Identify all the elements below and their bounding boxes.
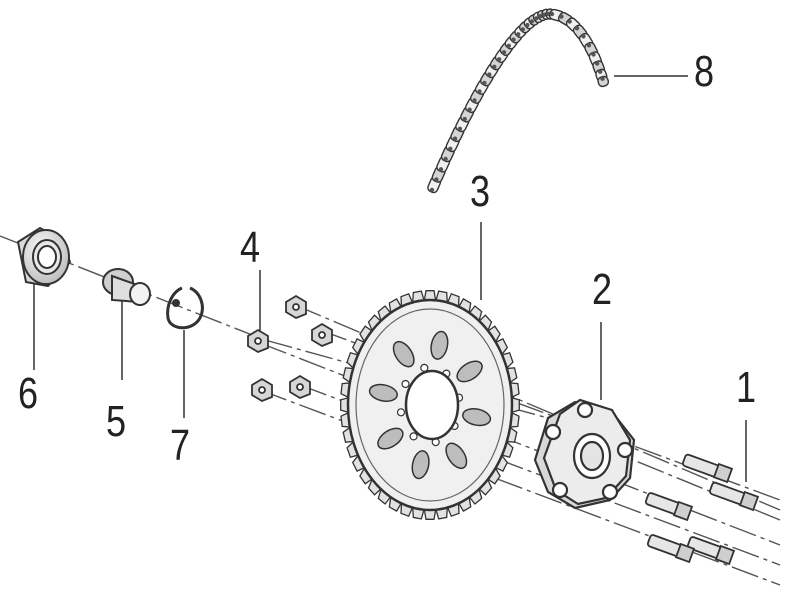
chain-pin	[538, 14, 543, 19]
chain-pin	[567, 19, 572, 24]
chain-pin	[452, 136, 458, 141]
chain-pin	[487, 72, 492, 77]
chain-pin	[549, 11, 555, 17]
leader-lines	[33, 75, 747, 482]
callout-5: 5	[106, 397, 127, 446]
sprocket-window	[445, 442, 468, 470]
rear-sprocket	[340, 290, 520, 520]
nuts	[247, 294, 333, 403]
bolt-3	[644, 492, 694, 522]
chain-pin	[443, 156, 448, 162]
sprocket-window	[377, 427, 404, 450]
sprocket-carrier	[533, 398, 636, 510]
chain-pin	[574, 26, 580, 31]
sprocket-window	[456, 360, 483, 383]
chain-pin	[477, 89, 482, 94]
chain-pin	[511, 37, 516, 42]
chain-pin	[591, 52, 596, 57]
chain-pin	[586, 43, 592, 48]
bolts	[644, 453, 760, 566]
bolt-4	[686, 536, 736, 566]
chain-pin	[598, 69, 603, 74]
chain-pin	[482, 80, 487, 86]
chain-pin	[533, 16, 539, 21]
nut-2	[311, 322, 333, 348]
bolt-2	[709, 481, 760, 512]
sprocket-bolt-hole	[409, 432, 418, 441]
bolt-5	[646, 534, 696, 564]
chain-pin	[542, 12, 547, 17]
chain-pin	[472, 98, 477, 103]
nut-1	[285, 294, 307, 320]
chain-pin	[457, 126, 463, 131]
sprocket-window	[368, 383, 398, 402]
drive-chain	[427, 8, 610, 194]
callout-2: 2	[592, 265, 613, 314]
chain-pin	[467, 107, 472, 112]
nut-3	[247, 328, 269, 354]
bush	[102, 268, 151, 306]
chain-pin	[559, 14, 564, 19]
sprocket-window	[411, 450, 430, 480]
chain-pin	[462, 116, 467, 122]
sprocket-window	[430, 330, 449, 360]
callout-7: 7	[170, 421, 191, 470]
nut-4	[289, 374, 311, 400]
callout-4: 4	[240, 223, 261, 272]
chain-pin	[492, 64, 497, 70]
chain-pin	[600, 76, 605, 81]
chain-pin	[506, 43, 511, 48]
chain-pin	[429, 187, 435, 193]
chain-pin	[501, 50, 507, 55]
chain-pin	[595, 61, 600, 66]
chain-pin	[529, 19, 534, 24]
callout-8: 8	[694, 47, 715, 96]
sprocket-window	[462, 408, 492, 427]
chain-pin	[516, 32, 521, 37]
chain-pin	[448, 146, 453, 151]
bolt-1	[682, 453, 734, 484]
chain-pin	[438, 167, 444, 172]
chain-pin	[496, 57, 502, 62]
nut-5	[251, 377, 273, 403]
circlip	[166, 286, 204, 330]
callout-3: 3	[470, 167, 491, 216]
chain-pin	[434, 177, 439, 182]
bearing	[16, 226, 72, 288]
callout-6: 6	[18, 369, 39, 418]
sprocket-windows	[368, 330, 492, 480]
sprocket-bolt-hole	[396, 408, 406, 417]
chain-pin	[520, 27, 525, 32]
chain-pin	[581, 34, 586, 39]
callout-1: 1	[736, 363, 757, 412]
sprocket-bolt-hole	[401, 379, 410, 389]
chain-pin	[525, 22, 530, 28]
sprocket-window	[392, 340, 415, 368]
